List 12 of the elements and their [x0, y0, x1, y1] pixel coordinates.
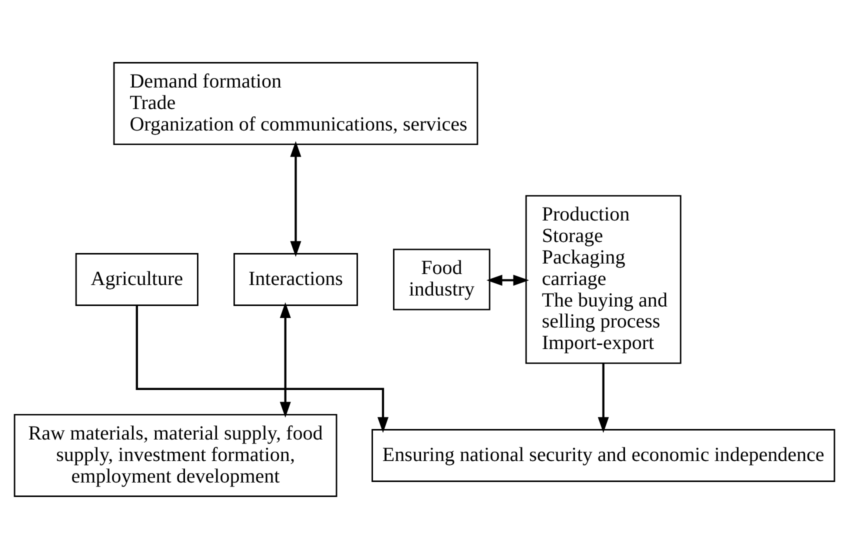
node-box: Ensuring national security and economic independence: [372, 428, 836, 482]
node-box: Interactions: [233, 252, 358, 306]
node-box: Agriculture: [75, 252, 198, 306]
node-box: Demand formation Trade Organization of communications, services: [113, 62, 478, 144]
node-box: Food industry: [393, 248, 490, 310]
node-box: Raw materials, material supply, food supply, investment formation, employment development: [14, 414, 338, 496]
arrow: [486, 274, 530, 286]
arrow: [598, 362, 609, 432]
arrow: [290, 140, 302, 256]
arrow: [280, 302, 291, 418]
node-box: Production Storage Packaging carriage The buying and selling process Import-export: [525, 194, 682, 364]
arrow: [136, 304, 389, 432]
